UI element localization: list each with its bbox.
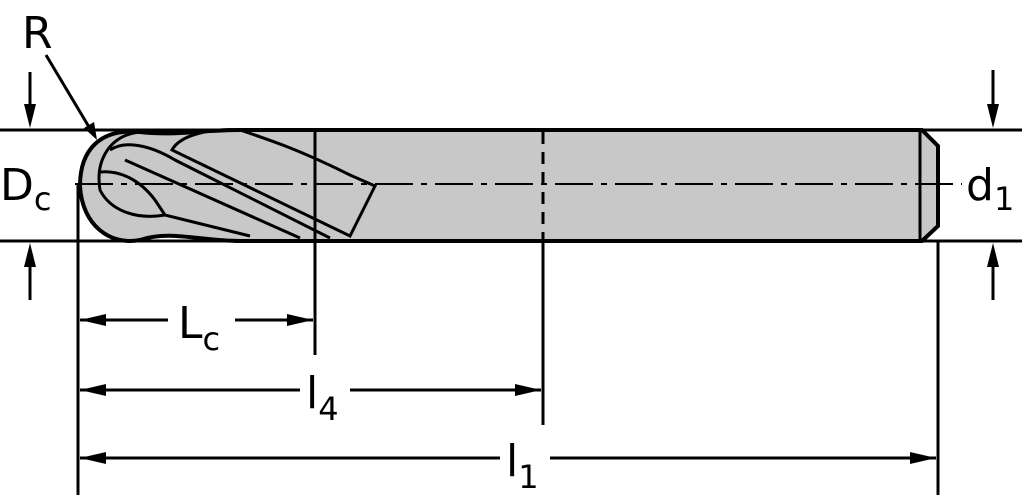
tool-body	[75, 128, 962, 243]
usable-length-label: l4	[306, 368, 339, 428]
shank-diameter-dimension: d1	[966, 70, 1014, 300]
flute-edges	[97, 128, 378, 240]
radius-callout: R	[22, 8, 97, 140]
cutting-diameter-label: Dc	[0, 160, 51, 218]
overall-length-label: l1	[506, 436, 539, 496]
cutting-diameter-dimension: Dc	[0, 72, 51, 300]
cutting-length-dimension: Lc	[80, 298, 313, 358]
shank-diameter-label: d1	[966, 160, 1014, 218]
usable-length-dimension: l4	[80, 368, 541, 428]
radius-label: R	[22, 8, 53, 59]
cutting-length-label: Lc	[178, 298, 220, 358]
overall-length-dimension: l1	[80, 436, 936, 496]
